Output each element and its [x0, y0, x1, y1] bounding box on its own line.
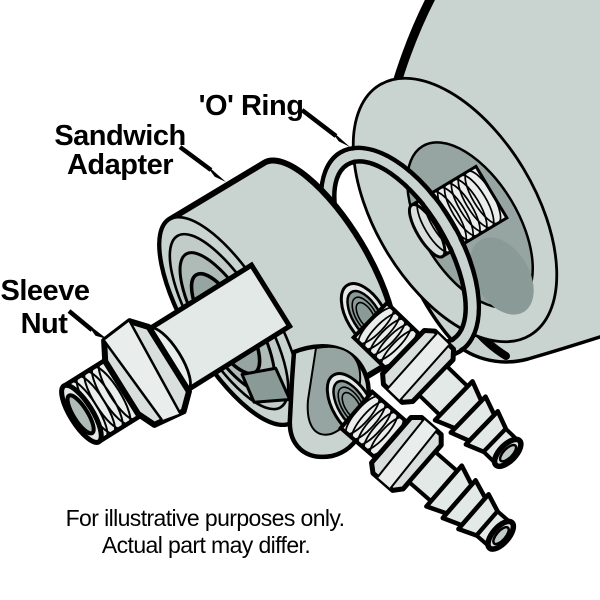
o-ring-arrow: [300, 108, 350, 147]
disclaimer-line2: Actual part may differ.: [102, 532, 310, 558]
filter-housing: [351, 0, 600, 364]
sleeve-nut-label-line2: Nut: [21, 308, 69, 340]
sandwich-adapter-label-line2: Adapter: [67, 149, 173, 181]
sandwich-adapter-arrow: [178, 145, 226, 182]
hose-barb-upper: [350, 300, 524, 470]
hose-barb-lower: [337, 389, 517, 552]
o-ring-label: 'O' Ring: [199, 90, 304, 122]
housing-recess-shadow: [470, 237, 534, 315]
sleeve-nut-assembly: [59, 261, 294, 445]
sleeve-nut-label-line1: Sleeve: [1, 275, 90, 307]
disclaimer-line1: For illustrative purposes only.: [66, 505, 345, 531]
sleeve-nut-hex: [101, 318, 192, 428]
sandwich-adapter-label-line1: Sandwich: [54, 120, 185, 152]
sleeve-nut-arrow: [67, 309, 107, 339]
